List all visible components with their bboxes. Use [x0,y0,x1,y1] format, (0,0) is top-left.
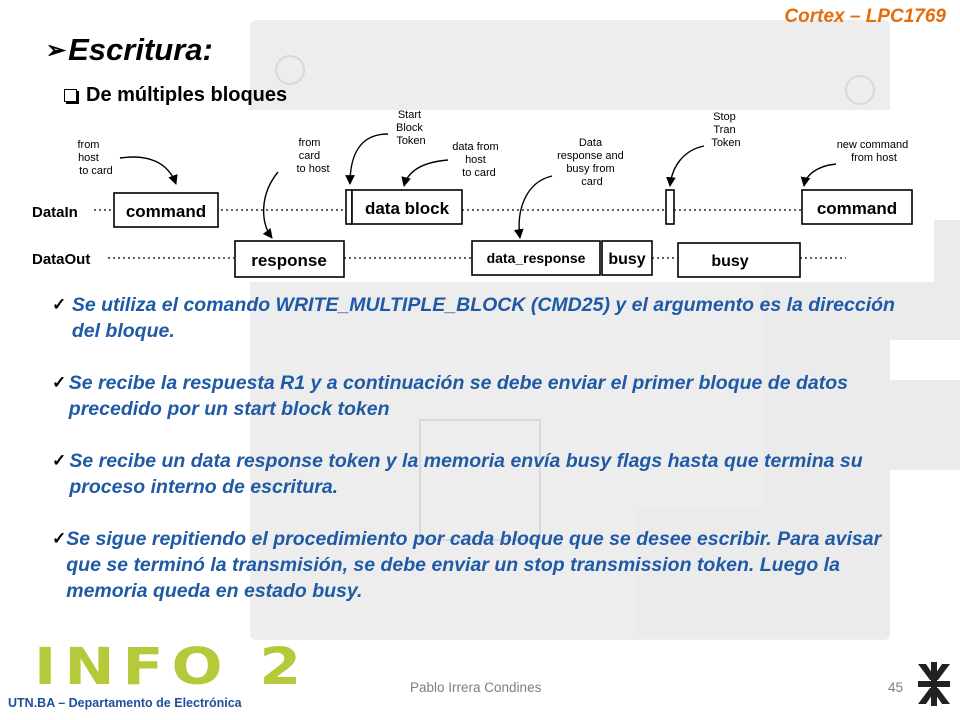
stop-tran-token [665,189,675,225]
busy-box-1-label: busy [608,251,645,268]
title-row: ➢ Escritura: [46,32,213,68]
checkmark-icon: ✓ [52,451,67,470]
slide-title: Escritura: [68,32,213,67]
bullet-item: ✓ Se sigue repitiendo el procedimiento p… [52,526,912,604]
dataout-label: DataOut [32,251,90,268]
busy-box-1 [601,240,653,276]
page-number: 45 [888,680,904,695]
bullet-list: ✓ Se utiliza el comando WRITE_MULTIPLE_B… [52,292,912,630]
command-box-1 [113,192,219,228]
info2-logo: INFO 2 [34,637,310,697]
slide-subtitle: De múltiples bloques [86,84,288,106]
datain-label: DataIn [32,204,78,221]
arrow-new-command [800,163,837,187]
timing-diagram: DataIn DataOut command data block comman… [28,110,934,282]
arrow-data-from-host [401,159,449,187]
command-box-2 [801,189,913,225]
annotation-from-card: from card to host [296,137,329,175]
arrow-stop-tran [666,145,705,187]
data-response-box [471,240,601,276]
bullet-text: Se sigue repitiendo el procedimiento por… [66,528,882,602]
arrow-bullet-icon: ➢ [46,36,67,64]
arrow-from-card [262,171,279,239]
footer-author: Pablo Irrera Condines [410,680,542,695]
checkmark-icon: ✓ [52,529,67,548]
bullet-item: ✓ Se recibe un data response token y la … [52,448,912,500]
annotation-data-from-host: data from host to card [452,141,502,179]
command-box-1-label: command [126,202,206,221]
checkmark-icon: ✓ [52,373,67,392]
annotation-new-command: new command from host [837,139,912,164]
annotation-data-response: Data response and busy from card [557,137,627,188]
annotation-start-block: Start Block Token [396,110,426,147]
annotation-from-host: from host to card [77,139,112,177]
bullet-item: ✓ Se recibe la respuesta R1 y a continua… [52,370,912,422]
checkmark-icon: ✓ [52,295,67,314]
arrow-data-response [513,175,553,239]
response-box [234,240,345,278]
square-bullet-icon [64,89,77,102]
course-header: Cortex – LPC1769 [784,6,946,27]
arrow-start-block [345,133,389,185]
data-response-label: data_response [487,250,586,266]
info2-logo-text: INFO 2 [34,637,310,697]
annotation-stop-tran: Stop Tran Token [711,111,740,149]
bullet-item: ✓ Se utiliza el comando WRITE_MULTIPLE_B… [52,292,912,344]
response-box-label: response [251,251,327,270]
data-block-label: data block [365,199,450,218]
bullet-text: Se recibe la respuesta R1 y a continuaci… [68,372,848,420]
command-box-2-label: command [817,199,897,218]
arrow-from-host [119,156,178,185]
busy-box-2-label: busy [711,253,748,270]
department-label: UTN.BA – Departamento de Electrónica [8,696,242,710]
subtitle-row: De múltiples bloques [64,84,287,107]
data-block-box [351,189,463,225]
start-block-token [345,189,353,225]
busy-box-2 [677,242,801,278]
utn-logo-icon [918,662,950,706]
bullet-text: Se recibe un data response token y la me… [69,450,863,498]
bullet-text: Se utiliza el comando WRITE_MULTIPLE_BLO… [71,294,895,342]
